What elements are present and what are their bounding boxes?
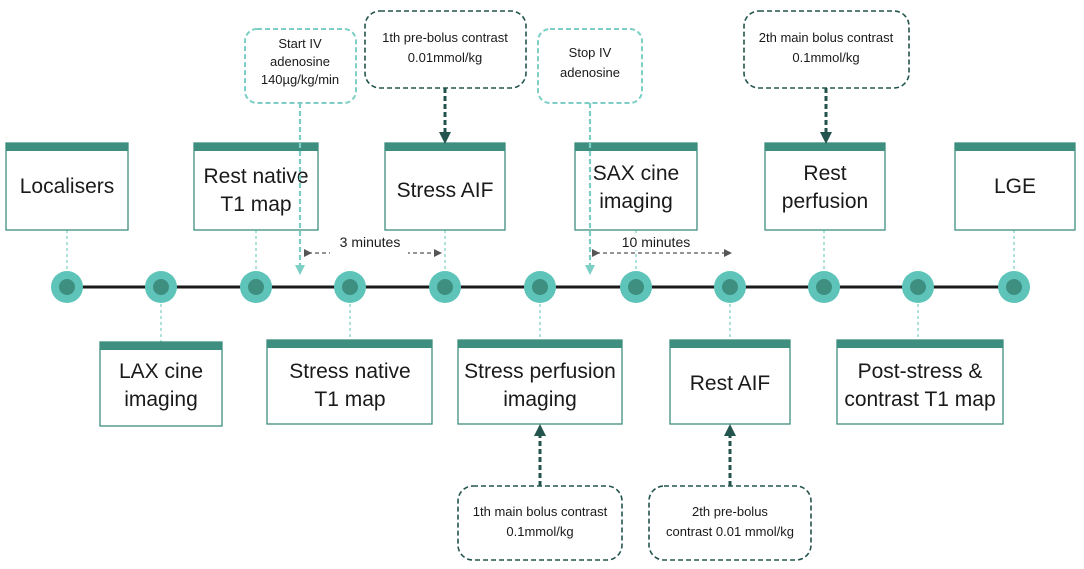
timeline-node	[714, 271, 746, 303]
step-label: Localisers	[20, 175, 115, 198]
step-label: Rest	[803, 162, 846, 185]
callout-label: 1th pre-bolus contrast	[382, 30, 508, 45]
interval-label: 10 minutes	[622, 234, 690, 250]
step-label: Stress perfusion	[464, 360, 616, 383]
timeline-node	[998, 271, 1030, 303]
step-rest-perfusion: Rest perfusion	[764, 142, 886, 231]
timeline-node	[620, 271, 652, 303]
step-label: T1 map	[220, 193, 291, 216]
timeline-node	[145, 271, 177, 303]
timeline-node	[524, 271, 556, 303]
step-label: contrast T1 map	[844, 388, 995, 411]
callout-2th-pre-bolus: 2th pre-bolus contrast 0.01 mmol/kg	[648, 485, 812, 561]
callout-stop-adenosine: Stop IV adenosine	[537, 28, 643, 104]
step-label: Rest native	[203, 165, 308, 188]
step-lax-cine: LAX cine imaging	[99, 341, 223, 427]
callout-label: 140µg/kg/min	[261, 72, 339, 87]
step-label: T1 map	[314, 388, 385, 411]
callout-label: 2th main bolus contrast	[759, 30, 894, 45]
step-label: Rest AIF	[690, 372, 771, 395]
timeline-node	[51, 271, 83, 303]
step-stress-perfusion: Stress perfusion imaging	[457, 339, 623, 425]
timeline-nodes	[51, 271, 1030, 303]
timeline-node	[808, 271, 840, 303]
callout-label: 0.01mmol/kg	[408, 50, 482, 65]
callout-2th-main-bolus: 2th main bolus contrast 0.1mmol/kg	[743, 10, 910, 89]
step-stress-native-t1: Stress native T1 map	[266, 339, 433, 425]
step-lge: LGE	[954, 142, 1076, 231]
step-rest-native-t1: Rest native T1 map	[193, 142, 319, 231]
interval-10-minutes: 10 minutes	[592, 234, 732, 257]
step-label: Post-stress &	[858, 360, 983, 383]
step-label: LAX cine	[119, 360, 203, 383]
step-sax-cine: SAX cine imaging	[574, 142, 698, 231]
step-label: imaging	[599, 190, 673, 213]
timeline-node	[902, 271, 934, 303]
callout-label: 0.1mmol/kg	[792, 50, 859, 65]
callout-label: Start IV	[278, 36, 322, 51]
step-post-stress-t1: Post-stress & contrast T1 map	[836, 339, 1004, 425]
interval-3-minutes: 3 minutes	[304, 234, 442, 259]
step-label: SAX cine	[593, 162, 679, 185]
timeline-node	[240, 271, 272, 303]
timeline-node	[429, 271, 461, 303]
step-label: perfusion	[782, 190, 868, 213]
interval-label: 3 minutes	[340, 234, 401, 250]
callout-1th-main-bolus: 1th main bolus contrast 0.1mmol/kg	[457, 485, 623, 561]
callout-label: adenosine	[270, 54, 330, 69]
callout-label: Stop IV	[569, 45, 612, 60]
step-label: imaging	[503, 388, 577, 411]
step-localisers: Localisers	[5, 142, 129, 231]
step-label: Stress native	[289, 360, 410, 383]
step-stress-aif: Stress AIF	[384, 142, 506, 231]
timeline-node	[334, 271, 366, 303]
callout-start-adenosine: Start IV adenosine 140µg/kg/min	[244, 28, 357, 104]
callout-label: 0.1mmol/kg	[506, 524, 573, 539]
callout-label: adenosine	[560, 65, 620, 80]
callout-label: contrast 0.01 mmol/kg	[666, 524, 794, 539]
step-label: LGE	[994, 175, 1036, 198]
step-label: Stress AIF	[397, 179, 494, 202]
step-rest-aif: Rest AIF	[669, 339, 791, 425]
callout-label: 1th main bolus contrast	[473, 504, 608, 519]
step-label: imaging	[124, 388, 198, 411]
callout-label: 2th pre-bolus	[692, 504, 768, 519]
callout-1th-pre-bolus: 1th pre-bolus contrast 0.01mmol/kg	[364, 10, 527, 89]
